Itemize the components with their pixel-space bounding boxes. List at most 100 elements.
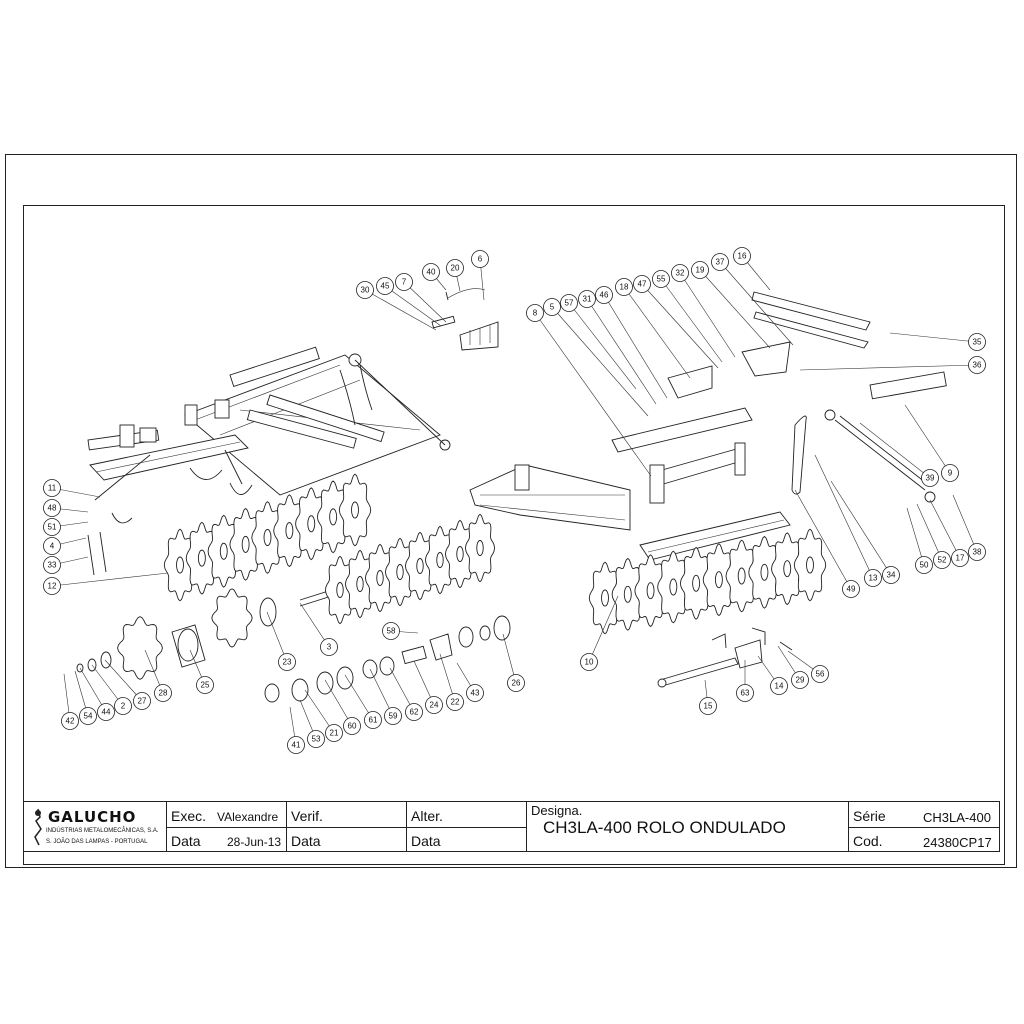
callout-number: 10 — [585, 658, 594, 667]
callout-leader — [104, 659, 143, 702]
callout-number: 44 — [102, 708, 111, 717]
callout-26: 26 — [507, 674, 525, 692]
callout-leader — [906, 507, 925, 566]
callout-leader — [364, 289, 437, 331]
callout-number: 46 — [600, 291, 609, 300]
callout-55: 55 — [652, 270, 670, 288]
callout-leader — [641, 283, 719, 369]
callout-number: 9 — [948, 469, 953, 478]
single-roller-disc — [211, 588, 253, 648]
alter-cell: Alter. Data — [407, 802, 527, 851]
callout-leader — [551, 306, 649, 417]
exec-data-label: Data — [171, 833, 201, 849]
callout-53: 53 — [307, 730, 325, 748]
alter-label: Alter. — [411, 808, 443, 824]
callout-56: 56 — [811, 665, 829, 683]
callout-13: 13 — [864, 569, 882, 587]
disc-hub — [197, 549, 206, 567]
callout-number: 27 — [138, 697, 147, 706]
serie-cod-cell: Série CH3LA-400 Cod. 24380CP17 — [849, 802, 999, 851]
callout-number: 49 — [847, 585, 856, 594]
callout-40: 40 — [422, 263, 440, 281]
callout-number: 53 — [312, 735, 321, 744]
callout-18: 18 — [615, 278, 633, 296]
callout-17: 17 — [951, 549, 969, 567]
callout-number: 13 — [869, 574, 878, 583]
disc-hub — [241, 535, 250, 553]
cod-label: Cod. — [853, 833, 883, 849]
callout-number: 25 — [201, 681, 210, 690]
callout-45: 45 — [376, 277, 394, 295]
disc-hub — [336, 582, 344, 598]
callout-number: 33 — [48, 561, 57, 570]
callout-number: 63 — [741, 689, 750, 698]
callout-leader — [679, 272, 736, 358]
callout-leader — [794, 489, 852, 590]
callout-number: 37 — [716, 258, 725, 267]
callout-leader — [568, 302, 637, 390]
callout-number: 7 — [402, 278, 407, 287]
callout-number: 22 — [451, 698, 460, 707]
callout-leader — [904, 404, 951, 474]
callout-number: 59 — [389, 712, 398, 721]
disc-hub — [646, 582, 655, 600]
alter-data-label: Data — [411, 833, 441, 849]
disc-hub — [692, 574, 701, 592]
left-disc-group — [163, 473, 372, 602]
callout-63: 63 — [736, 684, 754, 702]
callout-47: 47 — [633, 275, 651, 293]
callout-number: 43 — [471, 689, 480, 698]
callout-number: 20 — [451, 264, 460, 273]
callout-62: 62 — [405, 703, 423, 721]
exec-data-value: 28-Jun-13 — [227, 835, 282, 849]
callout-number: 55 — [657, 275, 666, 284]
callout-number: 29 — [796, 676, 805, 685]
title-block: GALUCHO INDÚSTRIAS METALOMECÂNICAS, S.A.… — [23, 801, 1000, 852]
callout-leader — [384, 285, 442, 327]
callout-24: 24 — [425, 696, 443, 714]
serie-value: CH3LA-400 — [923, 810, 991, 825]
callout-20: 20 — [446, 259, 464, 277]
disc-hub — [806, 556, 814, 574]
callout-37: 37 — [711, 253, 729, 271]
callout-number: 39 — [926, 474, 935, 483]
callout-number: 60 — [348, 722, 357, 731]
callout-number: 21 — [330, 729, 339, 738]
callout-7: 7 — [395, 273, 413, 291]
callout-10: 10 — [580, 653, 598, 671]
callout-2: 2 — [114, 697, 132, 715]
callout-leader — [859, 422, 931, 479]
callout-6: 6 — [471, 250, 489, 268]
disc-hub — [416, 558, 424, 574]
callout-number: 48 — [48, 504, 57, 513]
company-logo-cell: GALUCHO INDÚSTRIAS METALOMECÂNICAS, S.A.… — [24, 802, 167, 851]
callout-16: 16 — [733, 247, 751, 265]
disc-hub — [760, 563, 769, 581]
callout-leader — [814, 454, 874, 579]
callout-32: 32 — [671, 264, 689, 282]
callout-number: 54 — [84, 712, 93, 721]
verif-label: Verif. — [291, 808, 323, 824]
callout-27: 27 — [133, 692, 151, 710]
callout-33: 33 — [43, 556, 61, 574]
callout-number: 6 — [478, 255, 483, 264]
callout-leader — [603, 294, 668, 399]
callout-9: 9 — [941, 464, 959, 482]
callout-leader — [952, 494, 978, 553]
callout-number: 3 — [327, 643, 332, 652]
disc-hub — [176, 556, 184, 574]
callout-52: 52 — [933, 551, 951, 569]
callout-14: 14 — [770, 677, 788, 695]
callout-number: 56 — [816, 670, 825, 679]
exec-value: VAlexandre — [217, 810, 279, 824]
callout-number: 45 — [381, 282, 390, 291]
callout-number: 15 — [704, 702, 713, 711]
callout-number: 34 — [887, 571, 896, 580]
company-name: GALUCHO — [48, 808, 137, 826]
designa-label: Designa. — [531, 803, 583, 818]
verif-cell: Verif. Data — [287, 802, 407, 851]
callout-59: 59 — [384, 707, 402, 725]
disc-hub — [623, 585, 632, 603]
callout-58: 58 — [382, 622, 400, 640]
